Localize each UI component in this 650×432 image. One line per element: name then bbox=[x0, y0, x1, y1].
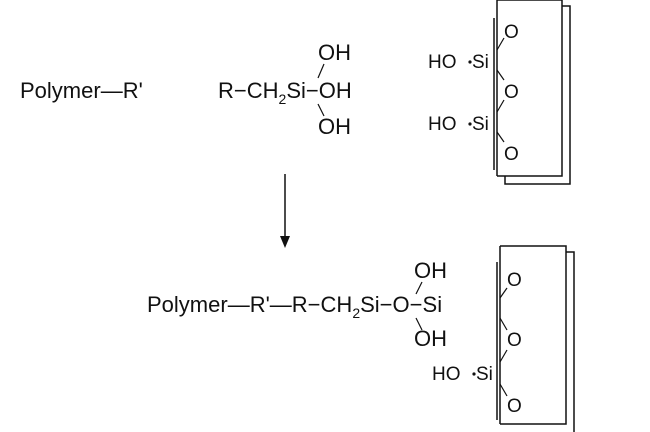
surface-bottom-o2: O bbox=[507, 330, 522, 351]
silanol-oh-top: OH bbox=[318, 40, 351, 65]
surface-bottom-bond4 bbox=[499, 383, 508, 397]
surface-bottom-bond2 bbox=[499, 317, 508, 331]
surface-top-bond4 bbox=[496, 131, 505, 143]
reactant-silanol: R−CH2Si−OH OH OH bbox=[218, 40, 352, 139]
product-chain-text: Polymer—R'—R−CH2Si−O−Si bbox=[147, 292, 442, 321]
product-oh-bottom: OH bbox=[414, 326, 447, 351]
surface-top-si1: Si bbox=[472, 52, 489, 73]
surface-top-o3: O bbox=[504, 144, 519, 165]
surface-top: O HO Si O HO Si O bbox=[428, 0, 571, 185]
surface-top-bond2 bbox=[496, 69, 505, 81]
silanol-bond-bottom bbox=[317, 103, 325, 117]
surface-top-ho2: HO bbox=[428, 114, 457, 135]
surface-top-frame bbox=[497, 0, 563, 177]
reactant-polymer: Polymer—R' bbox=[20, 78, 143, 103]
surface-top-o2: O bbox=[504, 82, 519, 103]
surface-top-shadow bbox=[504, 5, 571, 185]
silanol-bond-top bbox=[317, 63, 325, 79]
surface-bottom-dot bbox=[472, 372, 476, 376]
product-oh-top: OH bbox=[414, 258, 447, 283]
arrow-head bbox=[280, 236, 290, 248]
product-bond-bottom bbox=[415, 317, 423, 331]
silanol-chain: R−CH2Si−OH bbox=[218, 78, 352, 107]
surface-bottom-shadow bbox=[566, 251, 575, 432]
surface-bottom-ho: HO bbox=[432, 364, 461, 385]
surface-top-o1: O bbox=[504, 22, 519, 43]
surface-bottom-frame bbox=[500, 245, 567, 425]
product-chain: Polymer—R'—R−CH2Si−O−Si OH OH bbox=[147, 258, 447, 351]
surface-bottom: O O HO Si O bbox=[432, 245, 575, 432]
silanol-oh-bottom: OH bbox=[318, 114, 351, 139]
surface-top-si2: Si bbox=[472, 114, 489, 135]
surface-bottom-bond3 bbox=[499, 349, 508, 363]
surface-bottom-bond1 bbox=[499, 287, 508, 299]
surface-bottom-o3: O bbox=[507, 396, 522, 417]
surface-bottom-si: Si bbox=[476, 364, 493, 385]
surface-bottom-o1: O bbox=[507, 270, 522, 291]
surface-top-bond1 bbox=[496, 37, 505, 51]
reactant-polymer-text: Polymer—R' bbox=[20, 78, 143, 103]
reaction-arrow bbox=[280, 174, 290, 248]
product-bond-top bbox=[415, 281, 423, 295]
surface-top-dot2 bbox=[468, 122, 472, 126]
surface-top-dot1 bbox=[468, 60, 472, 64]
surface-top-ho1: HO bbox=[428, 52, 457, 73]
surface-top-bond3 bbox=[496, 99, 505, 113]
